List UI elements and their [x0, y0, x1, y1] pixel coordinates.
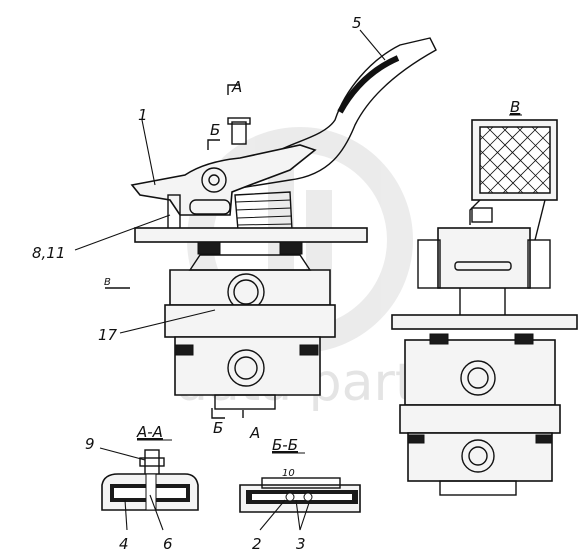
- section-title-aa: A-A: [136, 423, 163, 441]
- section-title-bb: Б-Б: [272, 436, 298, 454]
- callout-8-11: 8,11: [32, 244, 65, 262]
- callout-9: 9: [85, 435, 95, 453]
- callout-3: 3: [296, 535, 306, 553]
- section-mark-b-bottom: Б: [213, 419, 223, 437]
- main-assembly: [105, 37, 437, 419]
- lever-1: [130, 144, 317, 216]
- callout-17: 17: [98, 326, 118, 344]
- section-mark-a-top: A: [231, 78, 242, 96]
- leader-lines: [74, 29, 386, 531]
- base-plate: [134, 227, 368, 243]
- callout-6: 6: [163, 535, 173, 553]
- pedal-lever: [228, 37, 437, 189]
- valve-flange-17: [164, 304, 336, 338]
- callout-4: 4: [119, 535, 129, 553]
- view-v-assembly: [391, 119, 578, 496]
- section-bb: [239, 477, 361, 513]
- section-title-view-v: В: [510, 98, 520, 116]
- callout-2: 2: [252, 535, 262, 553]
- callout-5: 5: [352, 14, 362, 32]
- callout-10: 10: [282, 468, 295, 479]
- valve-body-upper: [169, 269, 331, 306]
- section-mark-a-bottom: A: [249, 424, 260, 442]
- section-aa: [101, 449, 199, 511]
- callout-1: 1: [138, 106, 148, 124]
- view-arrow-label: В: [104, 277, 111, 288]
- section-mark-b-top: Б: [210, 121, 220, 139]
- pedal-pad: [337, 55, 400, 114]
- valve-body-lower: [174, 336, 321, 396]
